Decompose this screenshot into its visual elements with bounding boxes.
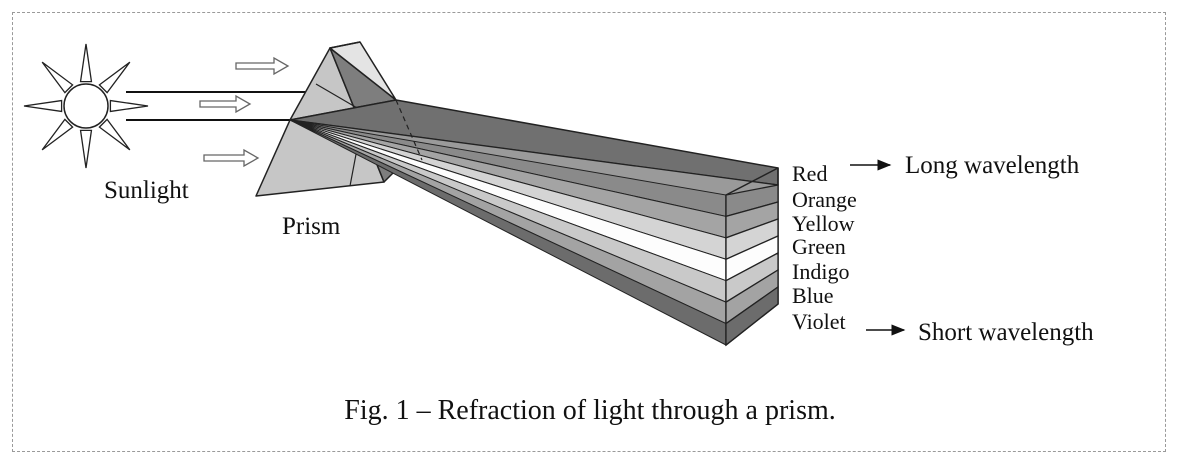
light-direction-arrow-icon	[203, 148, 260, 168]
color-label-indigo: Indigo	[792, 259, 849, 284]
color-label-red: Red	[792, 161, 827, 186]
spectrum-band-face	[725, 184, 779, 347]
color-label-green: Green	[792, 234, 846, 259]
sun-ray-icon	[41, 118, 74, 151]
color-label-blue: Blue	[792, 283, 834, 308]
color-label-orange: Orange	[792, 187, 857, 212]
sun-icon	[23, 43, 149, 169]
sun-ray-icon	[79, 129, 93, 169]
sun-ray-icon	[79, 43, 93, 83]
sun-ray-icon	[98, 118, 131, 151]
spectrum-beam	[289, 99, 779, 346]
light-direction-arrow-icon	[235, 56, 290, 76]
sun-ray-icon	[41, 61, 74, 94]
light-direction-arrow-icon	[199, 94, 252, 114]
color-label-violet: Violet	[792, 309, 846, 334]
short-wavelength-label: Short wavelength	[918, 319, 1094, 346]
color-label-yellow: Yellow	[792, 211, 855, 236]
sun-ray-icon	[109, 99, 149, 113]
figure-caption: Fig. 1 – Refraction of light through a p…	[344, 395, 836, 426]
sun-ray-icon	[23, 99, 63, 113]
sun-ray-icon	[98, 61, 131, 94]
sunlight-label: Sunlight	[104, 177, 189, 204]
spectrum-band-violet	[725, 285, 779, 347]
prism-label: Prism	[282, 213, 341, 240]
long-wavelength-label: Long wavelength	[905, 152, 1080, 179]
